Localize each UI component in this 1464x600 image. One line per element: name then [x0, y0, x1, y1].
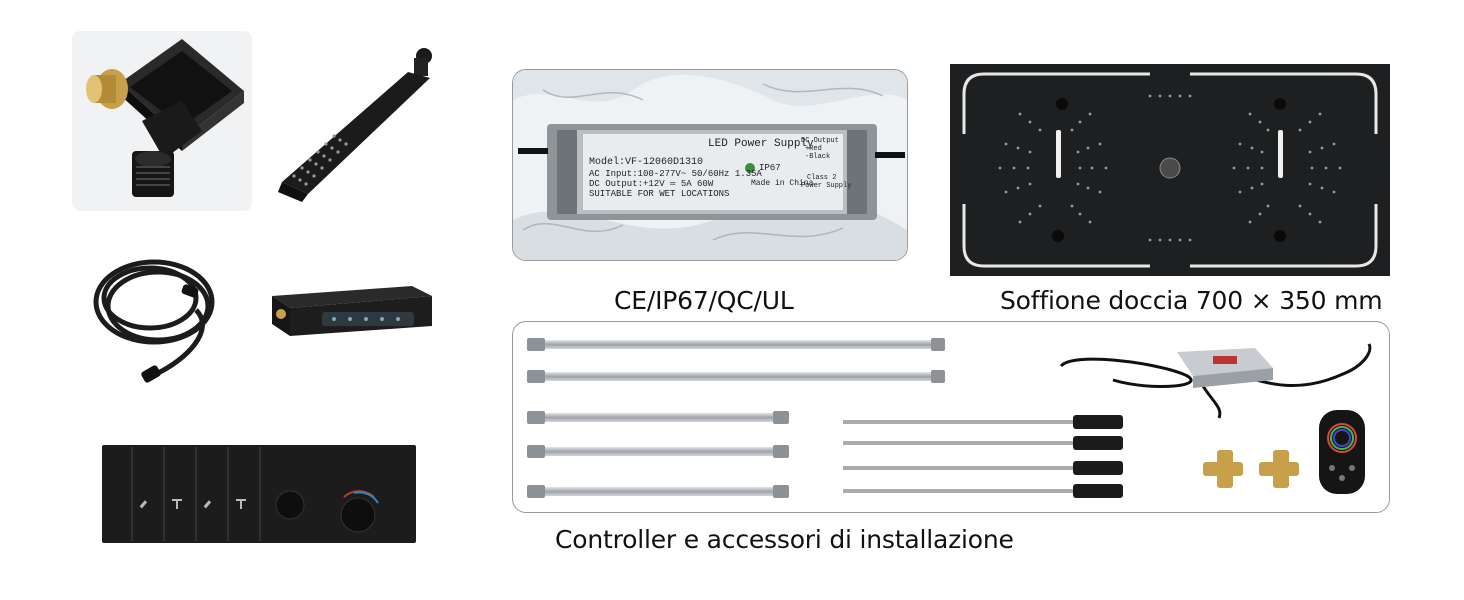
psu-label-class: Class 2	[807, 174, 837, 182]
accessories-image	[527, 338, 1372, 498]
accessories-frame	[512, 321, 1390, 513]
shower-head-image	[950, 64, 1390, 276]
psu-label-black: -Black	[805, 153, 831, 161]
psu-label-red: +Red	[805, 145, 822, 153]
control-box-image	[272, 286, 432, 336]
psu-label-model: Model:VF-12060D1310	[589, 157, 704, 168]
psu-label-dc-output-side: DC Output	[801, 137, 839, 145]
wall-connector-image	[86, 39, 244, 197]
power-supply-frame: LED Power Supply Model:VF-12060D1310 AC …	[512, 69, 908, 261]
thermostatic-valve-image	[102, 445, 416, 543]
psu-label-power-supply: Power Supply	[801, 182, 852, 190]
certification-caption: CE/IP67/QC/UL	[614, 286, 794, 315]
wall-connector-tile	[72, 31, 252, 211]
psu-label-ip-rating: IP67	[759, 163, 781, 173]
psu-label-dc-output: DC Output:+12V ═ 5A 60W	[589, 179, 714, 189]
psu-label-made-in: Made in China	[751, 179, 814, 188]
accessories-caption: Controller e accessori di installazione	[555, 525, 1014, 554]
shower-hose-image	[93, 259, 215, 383]
psu-label-title: LED Power Supply	[708, 138, 814, 150]
water-splash-background	[513, 70, 907, 260]
psu-label-ac-input: AC Input:100-277V~ 50/60Hz 1.35A	[589, 169, 762, 179]
psu-label-suitable: SUITABLE FOR WET LOCATIONS	[589, 189, 730, 199]
hand-shower-image	[278, 48, 432, 202]
shower-head-caption: Soffione doccia 700 × 350 mm	[1000, 286, 1383, 315]
